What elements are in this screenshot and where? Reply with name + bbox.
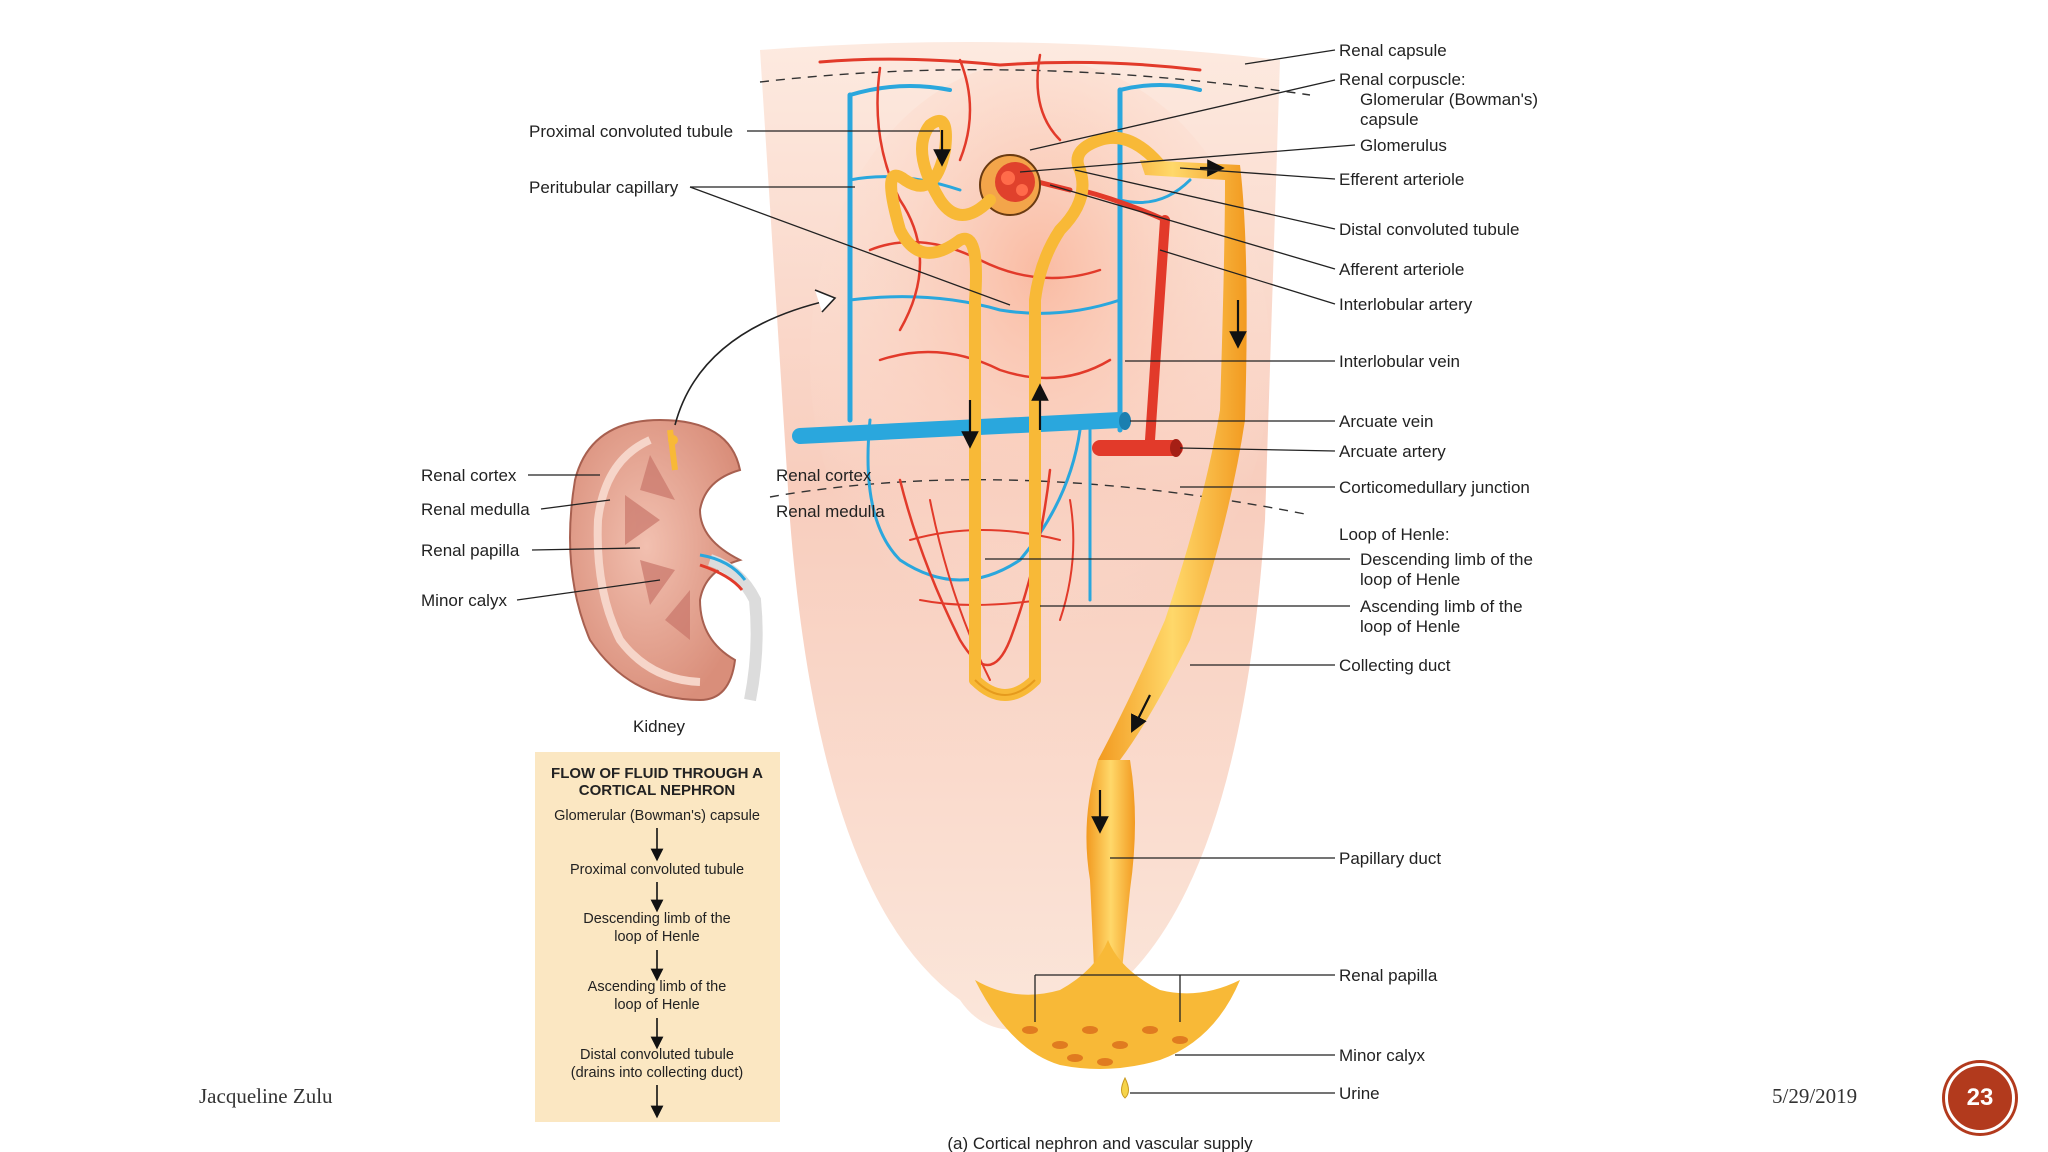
label-interlobular-artery: Interlobular artery [1339,295,1473,314]
label-distal-convoluted-tubule: Distal convoluted tubule [1339,220,1520,239]
label-collecting-duct: Collecting duct [1339,656,1451,675]
label-renal-medulla-section: Renal medulla [776,502,885,521]
flow-step: Ascending limb of the [588,979,727,995]
minor-calyx-openings [1022,1026,1188,1066]
flow-arrows [933,130,1247,834]
label-renal-capsule: Renal capsule [1339,41,1447,60]
label-corticomedullary-junction: Corticomedullary junction [1339,478,1530,497]
label-proximal-convoluted-tubule: Proximal convoluted tubule [529,122,733,141]
flow-box-title-2: CORTICAL NEPHRON [579,782,735,799]
venous-network [792,83,1202,602]
corticomedullary-line [769,479,1311,516]
interlobular-artery [1145,215,1170,445]
label-ascending-limb-2: loop of Henle [1360,617,1460,636]
label-afferent-arteriole: Afferent arteriole [1339,260,1464,279]
label-kidney-renal-cortex: Renal cortex [421,466,517,485]
label-interlobular-vein: Interlobular vein [1339,352,1460,371]
urine-drop [1121,1076,1129,1099]
figure-caption: (a) Cortical nephron and vascular supply [947,1134,1253,1152]
label-urine: Urine [1339,1084,1380,1103]
label-minor-calyx: Minor calyx [1339,1046,1425,1065]
flow-step: loop of Henle [614,997,699,1013]
flow-step: Proximal convoluted tubule [570,862,744,878]
label-peritubular-capillary: Peritubular capillary [529,178,679,197]
label-arcuate-vein: Arcuate vein [1339,412,1434,431]
slide-number-badge: 23 [1945,1063,2015,1133]
flow-step: Glomerular (Bowman's) capsule [554,808,760,824]
flow-step: (drains into collecting duct) [571,1065,743,1081]
label-papillary-duct: Papillary duct [1339,849,1441,868]
label-kidney-renal-medulla: Renal medulla [421,500,530,519]
label-descending-limb: Descending limb of the [1360,550,1533,569]
label-ascending-limb: Ascending limb of the [1360,597,1523,616]
leader-lines [516,49,1356,1094]
footer-date: 5/29/2019 [1772,1084,1858,1108]
kidney-labels: Renal cortex Renal medulla Renal papilla… [421,466,685,736]
kidney-inset [569,289,837,702]
label-kidney-renal-papilla: Renal papilla [421,541,520,560]
label-glomerular-capsule: Glomerular (Bowman's) [1360,90,1538,109]
label-renal-corpuscle: Renal corpuscle: [1339,70,1466,89]
flow-box-title-1: FLOW OF FLUID THROUGH A [551,765,763,782]
label-efferent-arteriole: Efferent arteriole [1339,170,1464,189]
label-glomerulus: Glomerulus [1360,136,1447,155]
left-labels: Proximal convoluted tubule Peritubular c… [529,122,885,521]
arcuate-vein [792,412,1128,444]
label-renal-papilla: Renal papilla [1339,966,1438,985]
flow-step: Distal convoluted tubule [580,1047,734,1063]
label-kidney-minor-calyx: Minor calyx [421,591,507,610]
slide-number: 23 [1966,1084,1994,1111]
renal-capsule-line [759,68,1311,96]
label-loop-of-henle: Loop of Henle: [1339,525,1450,544]
flow-box [535,752,780,1122]
label-kidney: Kidney [633,717,685,736]
flow-step: loop of Henle [614,929,699,945]
label-descending-limb-2: loop of Henle [1360,570,1460,589]
label-glomerular-capsule-2: capsule [1360,110,1419,129]
flow-step: Descending limb of the [583,911,731,927]
label-renal-cortex-section: Renal cortex [776,466,872,485]
footer-author: Jacqueline Zulu [199,1084,333,1108]
label-arcuate-artery: Arcuate artery [1339,442,1446,461]
right-labels: Renal capsule Renal corpuscle: Glomerula… [1339,41,1538,1103]
